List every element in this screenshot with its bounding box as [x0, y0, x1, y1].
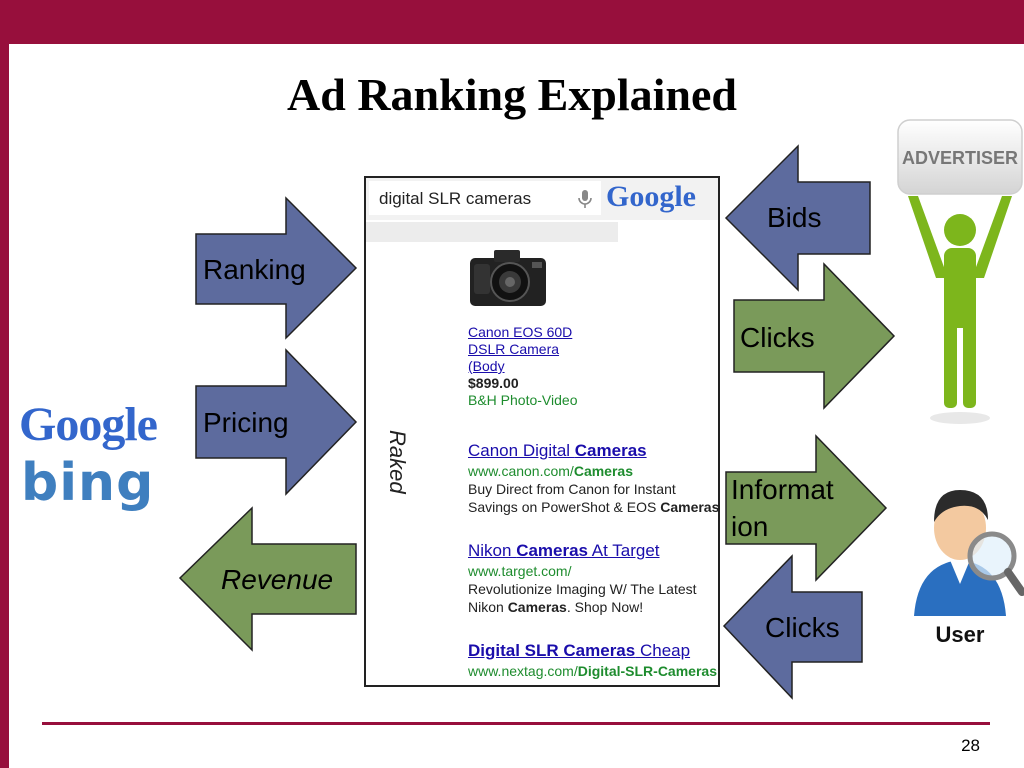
- ad-headline-keyword: Cameras: [516, 541, 589, 560]
- clicks-bottom-label: Clicks: [765, 612, 840, 643]
- ad-headline-part: Nikon: [468, 541, 517, 560]
- slide-title: Ad Ranking Explained: [287, 69, 737, 120]
- search-engine-logos: Google bing: [9, 383, 179, 526]
- ad-description-line2: Savings on PowerShot & EOS Cameras: [468, 498, 720, 516]
- clicks-top-label: Clicks: [740, 322, 815, 353]
- google-small-logo-text: Google: [606, 180, 696, 213]
- ad-url-part: www.canon.com/: [468, 463, 574, 479]
- bing-logo: bing: [21, 453, 155, 513]
- clicks-top-arrow: [733, 262, 896, 410]
- ad-desc-part: Savings on PowerShot & EOS: [468, 499, 661, 515]
- ad-desc-keyword: Cameras: [660, 499, 720, 515]
- toolbar-strip: [366, 222, 618, 242]
- ad-headline-part: Canon Digital: [468, 441, 575, 460]
- raked-label: Raked: [385, 430, 410, 494]
- ad-headline-keyword: Cameras: [574, 441, 647, 460]
- search-input[interactable]: digital SLR cameras: [369, 181, 601, 215]
- ad-url-keyword: Digital-SLR-Cameras: [577, 663, 717, 679]
- ad-result-canon[interactable]: Canon Digital Cameras www.canon.com/Came…: [468, 440, 720, 516]
- ad-headline-part: At Target: [588, 541, 660, 560]
- information-label-line2: ion: [731, 511, 769, 542]
- revenue-arrow: [178, 506, 357, 652]
- product-name-line1[interactable]: Canon EOS 60D: [468, 324, 573, 340]
- advertiser-sign-text: ADVERTISER: [902, 148, 1018, 168]
- ad-headline[interactable]: Canon Digital Cameras: [468, 440, 718, 462]
- google-small-logo: Google: [606, 180, 696, 214]
- top-frame-bar: [0, 0, 1024, 44]
- search-bar: digital SLR cameras Google: [366, 178, 718, 220]
- ad-description-line2: Nikon Cameras. Shop Now!: [468, 598, 718, 616]
- ad-headline-keyword: Digital SLR Cameras: [468, 641, 636, 660]
- product-name-line3[interactable]: (Body: [468, 358, 505, 374]
- ad-url: www.canon.com/Cameras: [468, 462, 718, 480]
- ad-headline[interactable]: Nikon Cameras At Target: [468, 540, 718, 562]
- product-price: $899.00: [468, 375, 519, 391]
- user-label: User: [935, 622, 985, 647]
- ad-description-line1: Revolutionize Imaging W/ The Latest: [468, 581, 697, 597]
- ad-description-line1: Buy Direct from Canon for Instant: [468, 481, 676, 497]
- pricing-arrow: [195, 348, 358, 496]
- clicks-bottom-arrow: [722, 554, 863, 700]
- ad-desc-part: Nikon: [468, 599, 508, 615]
- ad-headline-part: Cheap: [635, 641, 691, 660]
- ad-url-part: www.nextag.com/: [468, 663, 578, 679]
- pricing-label: Pricing: [203, 407, 289, 438]
- bids-arrow: [724, 144, 871, 292]
- camera-product-image[interactable]: [468, 244, 548, 312]
- search-results-page: digital SLR cameras Google Canon EOS 60D…: [364, 176, 720, 687]
- information-label-line1: Informat: [731, 474, 834, 505]
- information-arrow: [725, 434, 888, 582]
- product-name-line2[interactable]: DSLR Camera: [468, 341, 560, 357]
- ranking-label: Ranking: [203, 254, 306, 285]
- google-logo-text: Google: [19, 398, 158, 451]
- google-logo: Google: [19, 397, 158, 452]
- page-number: 28: [961, 736, 980, 755]
- advertiser-icon: ADVERTISER: [897, 119, 1023, 424]
- user-icon: [914, 490, 1024, 616]
- ad-headline[interactable]: Digital SLR Cameras Cheap: [468, 640, 718, 662]
- product-seller: B&H Photo-Video: [468, 392, 578, 408]
- left-frame-bar: [0, 0, 9, 768]
- ad-desc-part: . Shop Now!: [566, 599, 644, 615]
- footer-rule: [42, 722, 990, 725]
- ad-url: www.nextag.com/Digital-SLR-Cameras: [468, 662, 718, 680]
- ad-url: www.target.com/: [468, 563, 572, 579]
- product-listing-ad[interactable]: Canon EOS 60D DSLR Camera (Body $899.00 …: [468, 324, 588, 409]
- ad-result-nextag[interactable]: Digital SLR Cameras Cheap www.nextag.com…: [468, 640, 718, 680]
- search-query: digital SLR cameras: [379, 189, 532, 208]
- microphone-icon[interactable]: [574, 188, 596, 210]
- ranking-arrow: [195, 196, 358, 340]
- ad-desc-keyword: Cameras: [507, 599, 567, 615]
- ad-result-nikon[interactable]: Nikon Cameras At Target www.target.com/ …: [468, 540, 718, 616]
- ad-url-keyword: Cameras: [573, 463, 633, 479]
- revenue-label: Revenue: [221, 564, 334, 595]
- bids-label: Bids: [767, 202, 822, 233]
